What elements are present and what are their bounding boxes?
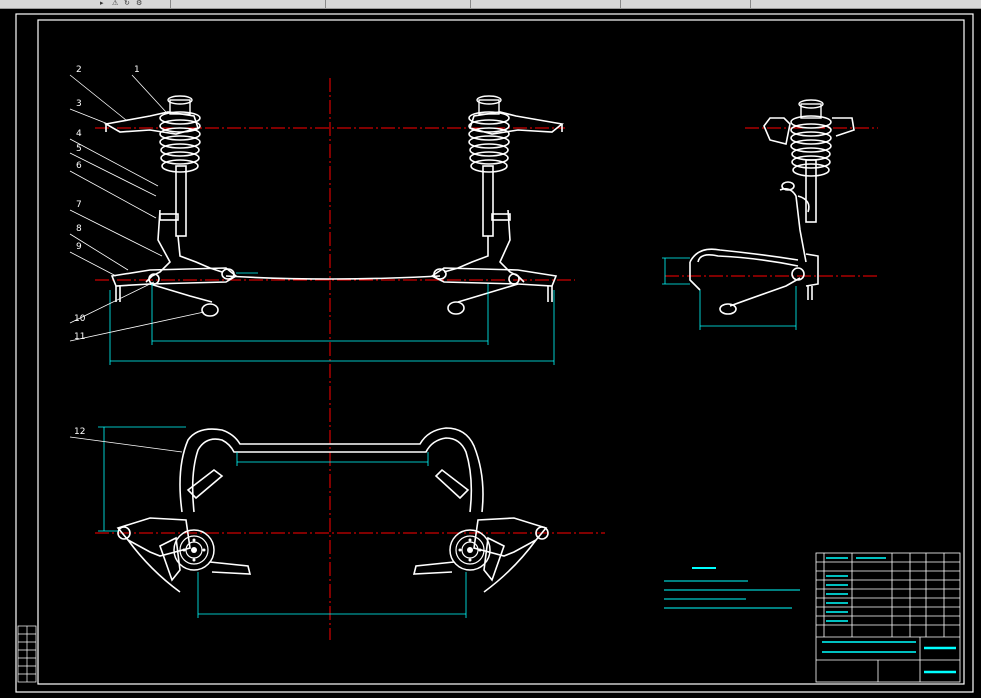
top-view-suspension[interactable] — [116, 427, 549, 593]
balloon-2: 2 — [76, 65, 82, 75]
balloon-leaders — [69, 74, 205, 453]
side-view-suspension[interactable] — [689, 117, 855, 315]
balloon-4: 4 — [76, 129, 82, 139]
toolbar-panel[interactable] — [470, 0, 621, 8]
balloon-1: 1 — [134, 65, 140, 75]
inner-frame — [37, 19, 965, 685]
cad-toolbar: ▸ ⚠ ↻ ⚙ — [0, 0, 981, 9]
left-wheel-hub — [173, 529, 215, 571]
side-view-dimensions — [662, 257, 797, 330]
side-view-spring — [790, 99, 832, 177]
balloon-8: 8 — [76, 224, 82, 234]
front-view-dimensions — [109, 272, 555, 365]
refresh-icon[interactable]: ↻ — [124, 0, 130, 7]
title-block-entries — [822, 557, 956, 674]
balloon-9: 9 — [76, 242, 82, 252]
balloon-12: 12 — [74, 427, 85, 437]
balloon-11: 11 — [74, 332, 85, 342]
title-block — [815, 552, 961, 683]
toolbar-panel[interactable] — [170, 0, 326, 8]
balloon-7: 7 — [76, 200, 82, 210]
warning-icon[interactable]: ⚠ — [112, 0, 119, 7]
balloon-3: 3 — [76, 99, 82, 109]
toolbar-panel[interactable] — [620, 0, 751, 8]
balloon-6: 6 — [76, 161, 82, 171]
balloon-10: 10 — [74, 314, 86, 324]
balloon-5: 5 — [76, 144, 82, 154]
settings-icon[interactable]: ⚙ — [136, 0, 143, 7]
technical-requirements — [664, 567, 800, 609]
outer-border — [15, 13, 974, 693]
nav-arrow-icon[interactable]: ▸ — [100, 0, 104, 7]
right-wheel-hub — [449, 529, 491, 571]
top-view-dimensions — [98, 426, 467, 618]
balloon-labels: 1 2 3 4 5 6 7 8 9 10 11 12 — [74, 65, 140, 437]
toolbar-panel: ▸ ⚠ ↻ ⚙ — [0, 0, 171, 8]
cad-drawing-canvas[interactable]: 1 2 3 4 5 6 7 8 9 10 11 12 — [0, 9, 981, 698]
toolbar-panel[interactable] — [325, 0, 471, 8]
left-margin-table — [17, 625, 37, 683]
front-view-suspension[interactable] — [103, 95, 564, 317]
